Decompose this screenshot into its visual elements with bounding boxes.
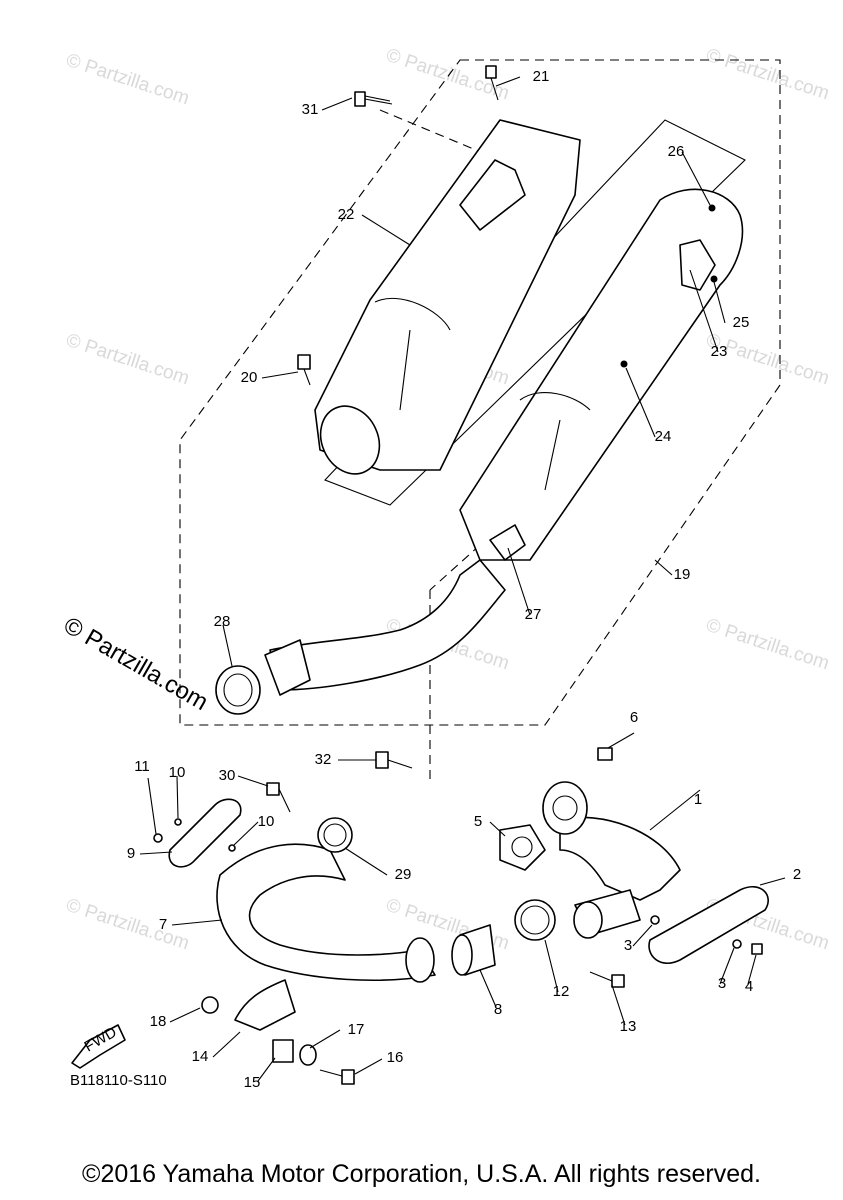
callout-23: 23 — [711, 343, 728, 360]
watermark-main: © Partzilla.com — [59, 612, 213, 716]
callout-3b: 3 — [718, 975, 726, 992]
callout-1: 1 — [694, 791, 702, 808]
callout-10a: 10 — [169, 764, 186, 781]
callout-21: 21 — [533, 68, 550, 85]
protector-part-9 — [168, 798, 242, 868]
small-hardware — [153, 782, 763, 1085]
muffler-assembly-boundary — [179, 59, 781, 726]
callout-15: 15 — [244, 1074, 261, 1091]
callout-9: 9 — [127, 845, 135, 862]
gasket-part-5 — [499, 824, 546, 871]
heat-guard-part-22 — [314, 119, 581, 475]
callout-5: 5 — [474, 813, 482, 830]
callout-26: 26 — [668, 143, 685, 160]
callout-30: 30 — [219, 767, 236, 784]
callout-10b: 10 — [258, 813, 275, 830]
callout-24: 24 — [655, 428, 672, 445]
callout-12: 12 — [553, 983, 570, 1000]
clamp-part-12 — [514, 899, 556, 941]
callout-17: 17 — [348, 1021, 365, 1038]
callout-19: 19 — [674, 566, 691, 583]
muffler-inlet-pipe — [215, 559, 506, 715]
copyright-notice: ©2016 Yamaha Motor Corporation, U.S.A. A… — [82, 1160, 761, 1188]
diagram-code: B118110-S110 — [70, 1072, 167, 1089]
callout-14: 14 — [192, 1048, 209, 1065]
watermarks: © Partzilla.com © Partzilla.com © Partzi… — [59, 45, 832, 955]
callout-6: 6 — [630, 709, 638, 726]
sleeve-part-8 — [451, 924, 496, 976]
callout-7: 7 — [159, 916, 167, 933]
callout-29: 29 — [395, 866, 412, 883]
callout-16: 16 — [387, 1049, 404, 1066]
callout-20: 20 — [241, 369, 258, 386]
callout-4: 4 — [745, 978, 753, 995]
fwd-arrow-icon: FWD — [71, 1024, 126, 1069]
callout-11: 11 — [134, 758, 150, 775]
nut-part-6 — [597, 747, 613, 761]
callouts: 31 21 22 20 26 25 23 24 19 27 28 32 6 1 … — [127, 68, 801, 1091]
callout-32: 32 — [315, 751, 332, 768]
protector-part-2 — [648, 885, 769, 965]
callout-31: 31 — [302, 101, 319, 118]
header-pipe-part-1 — [542, 781, 681, 939]
bolt-part-20 — [297, 354, 311, 386]
muffler-part-24 — [459, 188, 744, 561]
callout-2: 2 — [793, 866, 801, 883]
watermark: © Partzilla.com — [63, 330, 191, 390]
callout-18: 18 — [150, 1013, 167, 1030]
bolt-part-21 — [485, 65, 499, 101]
bolt-part-32 — [375, 751, 413, 769]
clamp-part-29 — [317, 817, 353, 853]
callout-8: 8 — [494, 1001, 502, 1018]
watermark: © Partzilla.com — [703, 615, 831, 675]
callout-22: 22 — [338, 206, 355, 223]
callout-13: 13 — [620, 1018, 637, 1035]
callout-28: 28 — [214, 613, 231, 630]
callout-25: 25 — [733, 314, 750, 331]
watermark: © Partzilla.com — [703, 45, 831, 105]
bolt-part-31 — [354, 91, 393, 107]
callout-3a: 3 — [624, 937, 632, 954]
watermark: © Partzilla.com — [63, 50, 191, 110]
callout-27: 27 — [525, 606, 542, 623]
